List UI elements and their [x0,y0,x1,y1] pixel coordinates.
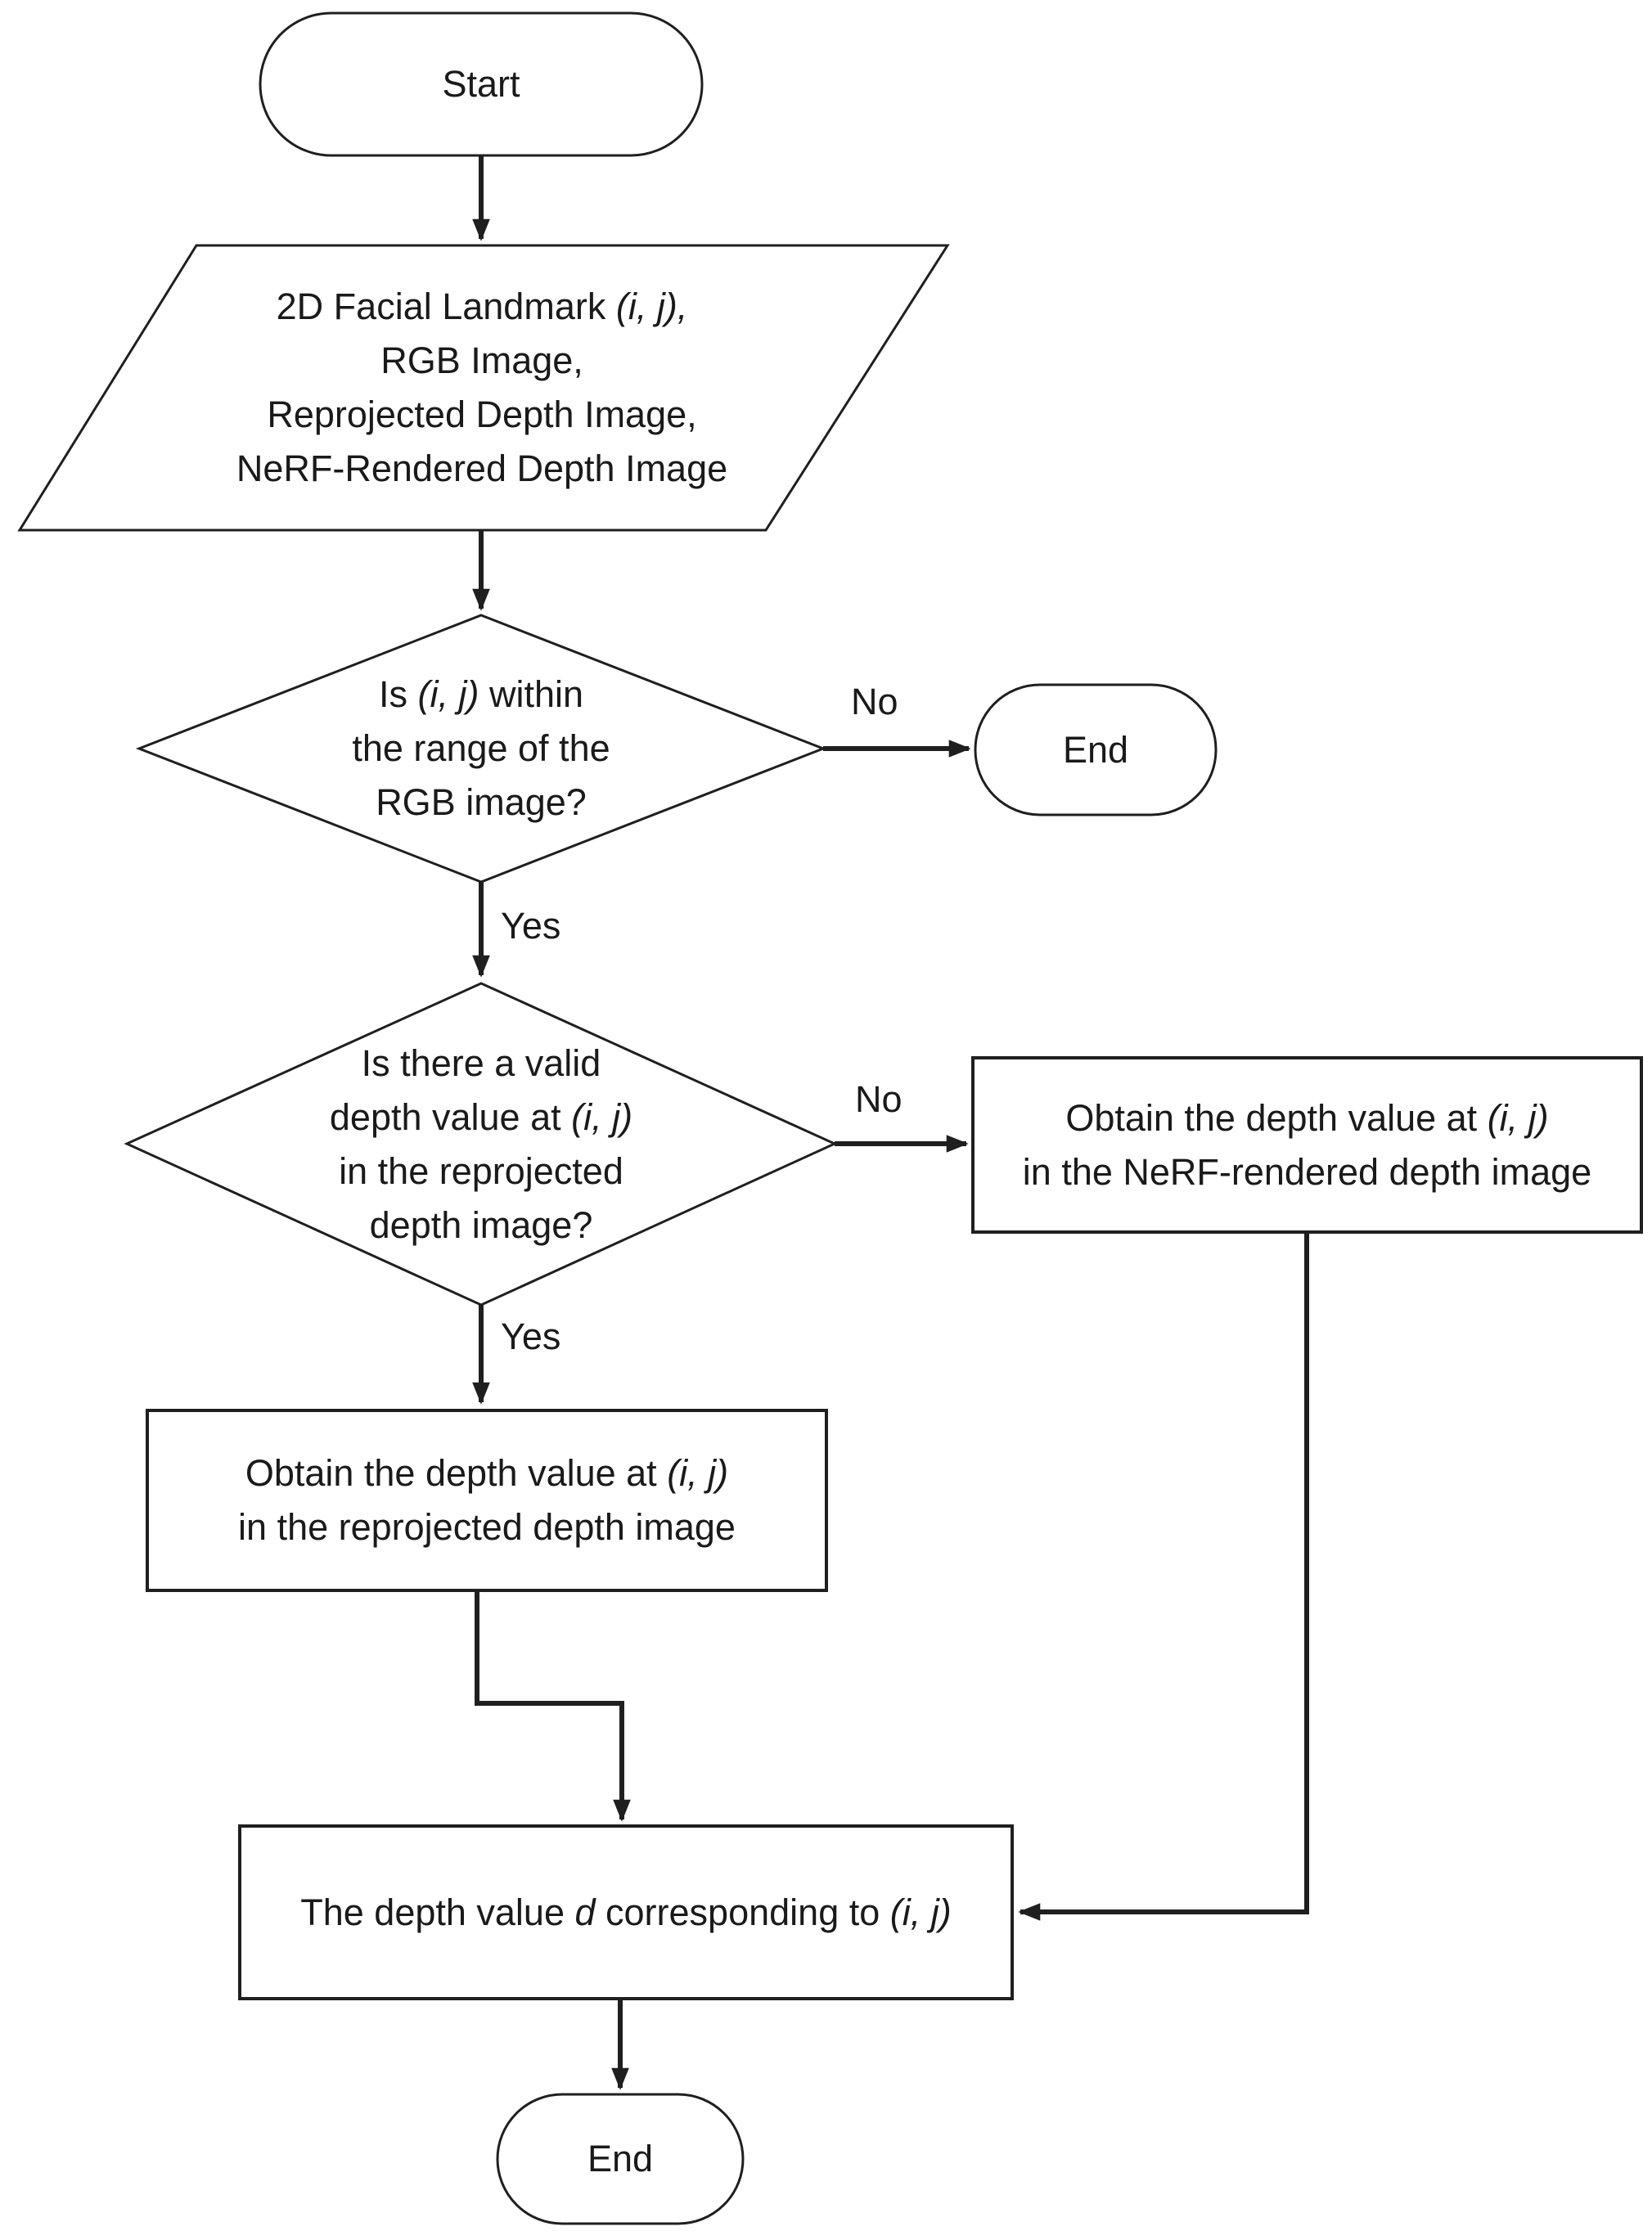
output-node-label: The depth value d corresponding to (i, j… [300,1891,952,1933]
end1-terminator-shape [974,683,1218,816]
process-reprojected-shape [146,1409,828,1592]
decision1-node-label: Is (i, j) within the range of the RGB im… [352,673,610,823]
edge-reprojected-to-output [475,1590,631,1822]
process-nerf-shape [971,1056,1643,1234]
edge-nerf-to-output [1018,1232,1309,1921]
process-reprojected-node-label: Obtain the depth value at (i, j) in the … [238,1452,736,1548]
end2-terminator-shape [496,2093,745,2225]
decision2-diamond-shape [124,982,838,1307]
input-node-label: 2D Facial Landmark (i, j), RGB Image, Re… [236,286,728,489]
input-parallelogram-shape [17,244,950,532]
start-terminator-shape [259,11,704,157]
decision1-no-label: No [851,681,898,722]
decision1-yes-label: Yes [501,905,561,947]
decision2-yes-label: Yes [501,1316,561,1357]
start-node-label: Start [442,63,520,105]
process-nerf-node-label: Obtain the depth value at (i, j) in the … [1022,1096,1592,1193]
output-box-shape [238,1824,1014,2000]
end2-node-label: End [587,2138,654,2179]
end1-node-label: End [1062,728,1129,771]
decision2-no-label: No [855,1078,903,1120]
decision1-diamond-shape [135,614,827,884]
decision2-node-label: Is there a valid depth value at (i, j) i… [329,1041,633,1246]
